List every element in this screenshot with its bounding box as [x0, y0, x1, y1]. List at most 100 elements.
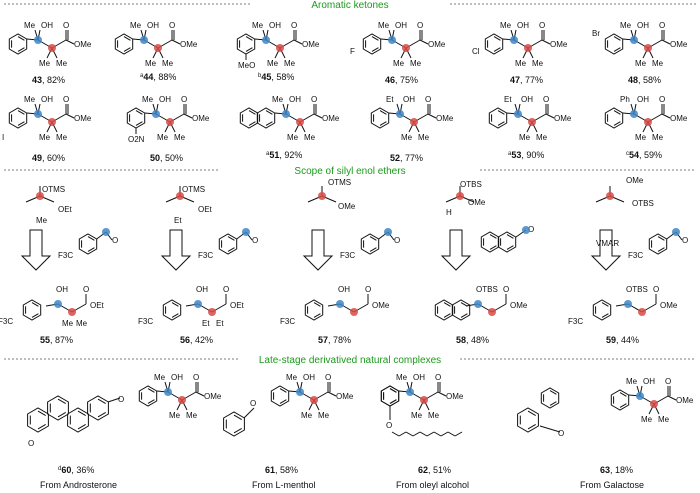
alkyl-label: Me [272, 95, 284, 104]
aromatic-double-bond [245, 36, 253, 41]
methoxy-label: OMe [192, 114, 210, 123]
ester-bond [419, 39, 429, 45]
alkyl-label: Me [286, 373, 298, 382]
aromatic-double-bond [379, 121, 387, 126]
product-aryl-ring [592, 299, 612, 321]
methyl-label: Me [304, 133, 316, 142]
quaternary-site-marker [276, 44, 284, 52]
carbinol-site-marker [406, 388, 414, 396]
methyl-label: Me [532, 59, 544, 68]
caption-43: 43, 82% [32, 75, 65, 85]
aromatic-double-bond [17, 121, 25, 126]
methoxy-label: OMe [74, 114, 92, 123]
aromatic-double-bond [227, 236, 235, 241]
from-l-menthol: From L-menthol [252, 480, 316, 490]
reagent-5-ome: OMe [626, 176, 644, 185]
methyl-label: Me [641, 415, 653, 424]
hydroxyl-label: OH [521, 95, 533, 104]
product-alkyl-b: Me [76, 319, 88, 328]
quaternary-site-marker [650, 400, 658, 408]
product-cf3-label: F3C [568, 317, 583, 326]
product-oxygen: O [223, 285, 229, 294]
carbinol-site-marker [54, 300, 62, 308]
aromatic-double-bond [77, 410, 86, 416]
aromatic-double-bond [506, 234, 514, 239]
product-cf3-label: F3C [138, 317, 153, 326]
carbinol-site-marker [630, 110, 638, 118]
alkyl-chain [419, 431, 428, 437]
formyl-oxygen: O [252, 236, 258, 245]
carbinol-site-marker [164, 388, 172, 396]
formyl-carbon-marker [522, 226, 530, 234]
product-oxygen: O [365, 285, 371, 294]
para-substituent: Cl [472, 47, 480, 56]
aromatic-double-bond [77, 424, 86, 430]
aromatic-double-bond [248, 121, 256, 126]
aromatic-double-bond [171, 302, 179, 307]
methoxy-label: OMe [670, 40, 688, 49]
caption-63: 63, 18% [600, 465, 633, 475]
methyl-label: Me [410, 59, 422, 68]
methyl-label: Me [174, 133, 186, 142]
aromatic-double-bond [443, 313, 451, 318]
quaternary-site-marker [178, 396, 186, 404]
ester-oxygen: O [250, 399, 256, 408]
aromatic-double-bond [279, 399, 287, 404]
caption-58: 58, 48% [456, 335, 489, 345]
alkyl-label: Me [378, 21, 390, 30]
alkyl-label: Me [24, 21, 36, 30]
reagent-4-ome: OMe [468, 198, 486, 207]
caption-61: 61, 58% [265, 465, 298, 475]
aromatic-double-bond [17, 36, 25, 41]
quaternary-site-marker [528, 118, 536, 126]
caption-52: 52, 77% [390, 153, 423, 163]
aromatic-double-bond [227, 247, 235, 252]
naphthaldehyde-ring-b [497, 231, 517, 253]
ester-bond [327, 391, 337, 397]
aromatic-double-bond [171, 313, 179, 318]
acetonide-ring [540, 387, 560, 409]
carbinol-site-marker [396, 110, 404, 118]
aromatic-double-bond [549, 401, 557, 406]
ester-bond [661, 113, 671, 119]
carbinol-site-marker [34, 110, 42, 118]
aromatic-double-bond [17, 110, 25, 115]
product-ester-label: OEt [230, 301, 245, 310]
carbinol-site-marker [630, 36, 638, 44]
aromatic-double-bond [248, 110, 256, 115]
hydroxyl-label: OH [637, 95, 649, 104]
reagent-2-otms: OTMS [182, 185, 205, 194]
ester-bond [541, 39, 551, 45]
aromatic-double-bond [389, 399, 397, 404]
methoxy-label: OMe [554, 114, 572, 123]
carbonyl-oxygen: O [325, 373, 331, 382]
reagent-1-otms: OTMS [42, 185, 65, 194]
aromatic-double-bond [613, 47, 621, 52]
aromatic-double-bond [313, 313, 321, 318]
formyl-oxygen: O [528, 225, 534, 234]
carbonyl-oxygen: O [659, 21, 665, 30]
product-aryl-ring [22, 299, 42, 321]
hydroxyl-label: OH [413, 373, 425, 382]
alkyl-chain [433, 431, 442, 437]
from-galactose: From Galactose [580, 480, 644, 490]
carbinol-site-marker [34, 36, 42, 44]
caption-57: 57, 78% [318, 335, 351, 345]
aromatic-double-bond [57, 398, 66, 404]
alkyl-label: Et [386, 95, 394, 104]
aromatic-double-bond [147, 399, 155, 404]
caption-46: 46, 75% [385, 75, 418, 85]
carbonyl-oxygen: O [435, 373, 441, 382]
aromatic-double-bond [601, 302, 609, 307]
alkyl-label: Me [142, 95, 154, 104]
reagent-4-h: H [446, 208, 452, 217]
ester-bond [195, 391, 205, 397]
carbinol-site-marker [152, 110, 160, 118]
product-aryl-ring [304, 299, 324, 321]
quaternary-site-marker [488, 308, 496, 316]
aromatic-double-bond [97, 412, 106, 418]
